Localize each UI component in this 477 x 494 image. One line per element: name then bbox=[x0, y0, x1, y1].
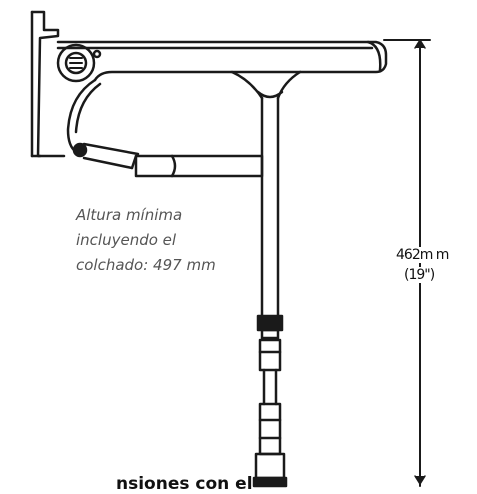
min-height-note-line-1: Altura mínima bbox=[76, 206, 183, 224]
leg-yoke bbox=[230, 70, 302, 100]
leg-yoke-cap bbox=[256, 90, 284, 99]
link-bar-joint-end bbox=[130, 154, 138, 170]
leg-lower-sleeve bbox=[258, 402, 282, 456]
seat-panel bbox=[56, 40, 388, 82]
leg-foot-base bbox=[252, 476, 288, 488]
wall-bracket bbox=[30, 10, 66, 158]
support-curve-inner bbox=[74, 82, 102, 134]
hinge-pin bbox=[92, 49, 102, 59]
support-curve bbox=[66, 78, 97, 154]
link-bar-bent bbox=[82, 142, 140, 170]
section-caption: nsiones con el bbox=[116, 474, 253, 494]
link-bar bbox=[134, 154, 264, 178]
dimension-value-label: 462m m bbox=[394, 247, 451, 263]
hinge-outer bbox=[56, 43, 96, 83]
hinge-bolt bbox=[69, 57, 83, 69]
leg-collar bbox=[256, 314, 284, 332]
hinge-inner bbox=[64, 51, 88, 75]
min-height-note-line-2: incluyendo el bbox=[76, 231, 177, 249]
seat-panel-end bbox=[366, 40, 382, 72]
link-bar-joint bbox=[170, 154, 177, 178]
min-height-note-line-3: colchado: 497 mm bbox=[76, 256, 216, 274]
dimension-arrow-top bbox=[414, 39, 426, 49]
leg-sleeve bbox=[258, 338, 282, 372]
leg-foot bbox=[254, 452, 286, 480]
leg-collar-band bbox=[260, 328, 280, 340]
dimension-inches-label: (19") bbox=[402, 267, 437, 283]
link-pivot bbox=[72, 142, 88, 158]
dimension-arrow-bottom bbox=[414, 475, 426, 485]
